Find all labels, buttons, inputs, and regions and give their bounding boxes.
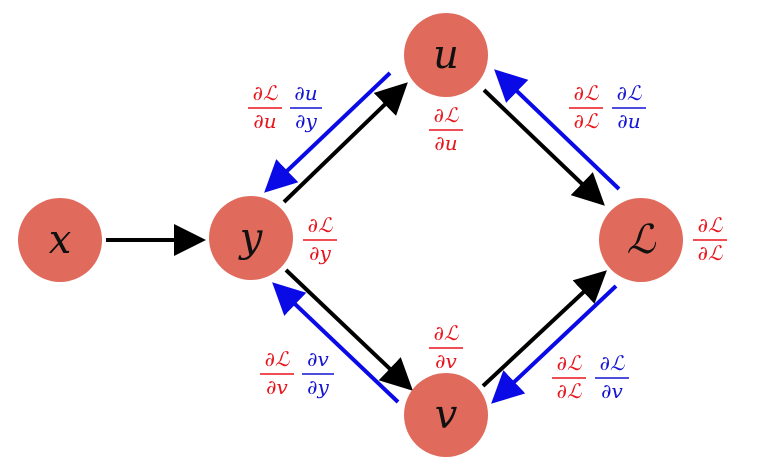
node-y: y <box>209 196 293 280</box>
chain-label-yu: ∂ℒ ∂u ∂u ∂y <box>248 81 322 133</box>
chain-vL-red-denominator: ∂ℒ <box>557 379 582 403</box>
chain-vL-red-numerator: ∂ℒ <box>557 351 582 375</box>
node-u: u <box>404 13 488 97</box>
grad-v-numerator: ∂ℒ <box>434 321 459 345</box>
grad-label-u: ∂ℒ ∂u <box>429 103 463 155</box>
chain-yu-red-numerator: ∂ℒ <box>253 81 278 105</box>
node-y-label: y <box>238 215 264 261</box>
chain-yu-red-denominator: ∂u <box>253 109 276 133</box>
chain-yv-blue-numerator: ∂v <box>307 347 329 371</box>
grad-L-numerator: ∂ℒ <box>698 213 723 237</box>
edge-u-to-L <box>482 88 605 206</box>
chain-label-yv: ∂ℒ ∂v ∂v ∂y <box>260 347 334 399</box>
chain-uL-red-numerator: ∂ℒ <box>574 81 599 105</box>
chain-vL-blue-denominator: ∂v <box>601 379 623 403</box>
node-L-label: ℒ <box>627 217 657 263</box>
grad-edge-L-to-u <box>494 69 621 191</box>
chain-label-uL: ∂ℒ ∂ℒ ∂ℒ ∂u <box>569 81 646 133</box>
grad-label-y: ∂ℒ ∂y <box>303 213 337 265</box>
grad-u-denominator: ∂u <box>434 131 457 155</box>
node-v: v <box>404 373 488 457</box>
chain-uL-red-denominator: ∂ℒ <box>574 109 599 133</box>
chain-yu-blue-denominator: ∂y <box>295 109 317 133</box>
edge-v-to-L <box>481 270 607 388</box>
chain-uL-blue-denominator: ∂u <box>617 109 640 133</box>
node-x: x <box>18 198 102 282</box>
chain-yv-blue-denominator: ∂y <box>307 375 329 399</box>
grad-edge-v-to-y <box>272 282 400 404</box>
chain-vL-blue-numerator: ∂ℒ <box>600 351 625 375</box>
chain-label-vL: ∂ℒ ∂ℒ ∂ℒ ∂v <box>552 351 629 403</box>
grad-label-v: ∂ℒ ∂v <box>429 321 463 373</box>
node-x-label: x <box>49 217 72 263</box>
chain-yv-red-denominator: ∂v <box>266 375 288 399</box>
node-v-label: v <box>435 392 458 438</box>
chain-uL-blue-numerator: ∂ℒ <box>617 81 642 105</box>
chain-yu-blue-numerator: ∂u <box>294 81 317 105</box>
node-L: ℒ <box>599 198 683 282</box>
edge-y-to-u <box>282 82 408 204</box>
grad-edge-u-to-y <box>264 71 392 193</box>
grad-edge-L-to-v <box>491 284 618 404</box>
grad-v-denominator: ∂v <box>435 349 457 373</box>
chain-yv-red-numerator: ∂ℒ <box>265 347 290 371</box>
grad-L-denominator: ∂ℒ <box>698 241 723 265</box>
grad-label-L: ∂ℒ ∂ℒ <box>693 213 727 265</box>
node-u-label: u <box>433 32 459 78</box>
grad-y-numerator: ∂ℒ <box>308 213 333 237</box>
grad-u-numerator: ∂ℒ <box>434 103 459 127</box>
grad-y-denominator: ∂y <box>309 241 331 265</box>
edge-y-to-v <box>284 268 413 391</box>
